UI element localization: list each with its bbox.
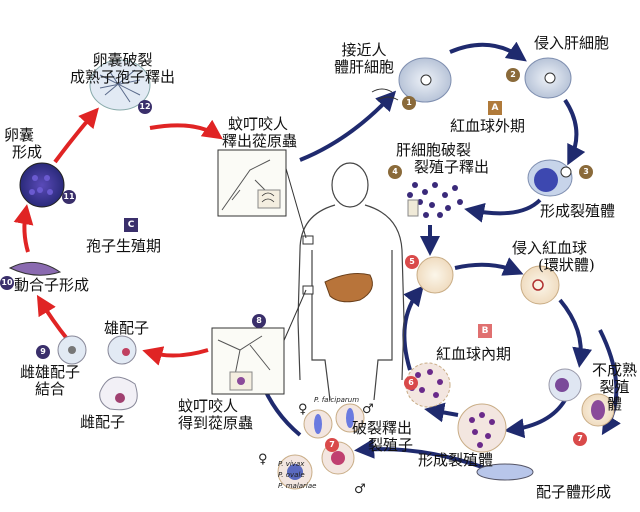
arrow-ring-to-immature [558, 298, 593, 368]
arrow-zygote-to-ookinete [36, 294, 70, 342]
liver-icon [324, 273, 373, 303]
phase-badge-a: A [488, 101, 502, 115]
ookinete [8, 261, 62, 276]
human-silhouette [297, 162, 405, 401]
badge-12: 12 [138, 100, 152, 114]
label-erythrocytic-phase: 紅血球內期 [436, 345, 512, 363]
liver-cell-invaded [524, 57, 572, 99]
arrow-oocyst-to-rupture [53, 107, 99, 164]
merozoite-cluster [407, 182, 463, 218]
label-gametocyte-formation: 配子體形成 [536, 483, 612, 501]
liver-schizont [527, 159, 573, 197]
arrow-invade-liver [449, 41, 527, 62]
arrow-immature-to-schizont [504, 398, 567, 439]
arrow-release-sporozoite [149, 119, 223, 140]
badge-4: 4 [388, 165, 402, 179]
badge-2: 2 [506, 68, 520, 82]
red-arrows [13, 107, 223, 366]
phase-badge-b: B [478, 324, 492, 338]
rbc-schizont [457, 403, 507, 453]
gamete-female-cell [99, 376, 138, 411]
skin-marker-lower [302, 285, 314, 295]
label-mosquito-bite-release: 蚊叮咬人釋出蓯原蟲 [222, 115, 298, 150]
label-fertilization: 雌雄配子結合 [20, 363, 81, 398]
male-symbol-bottom: ♂ [354, 482, 366, 497]
badge-5: 5 [405, 255, 419, 269]
label-female-gamete: 雌配子 [80, 413, 126, 431]
rbc-rupture [405, 362, 451, 408]
label-male-gamete: 雄配子 [104, 319, 150, 337]
label-rupture-release: 破裂釋出裂殖子 [352, 419, 414, 454]
label-approach-liver: 接近人體肝細胞 [334, 41, 395, 76]
arrow-ookinete-to-oocyst [13, 204, 34, 253]
label-invade-liver: 侵入肝細胞 [534, 34, 610, 52]
arrow-form-schizont [563, 98, 586, 166]
label-immature-schizont: 不成熟裂殖體 [592, 361, 638, 413]
label-form-schizont-liver: 形成裂殖體 [540, 202, 616, 220]
rbc-gametocyte-right [581, 393, 615, 427]
label-sporogony: 孢子生殖期 [86, 237, 162, 255]
label-liver-rupture: 肝細胞破裂裂殖子釋出 [396, 141, 490, 176]
label-mosquito-bite-get: 蚊叮咬人得到蓯原蟲 [178, 397, 254, 432]
arrow-mosquito-to-gametes [142, 346, 209, 366]
female-symbol-top: ♀ [298, 402, 308, 417]
label-oocyst-formation: 卵囊形成 [4, 126, 43, 161]
liver-cell-approach [371, 57, 452, 103]
rbc-immature-schizont [548, 368, 582, 402]
mosquito-bite-box-get [211, 327, 285, 395]
oocyst [19, 162, 65, 208]
badge-10: 10 [0, 276, 14, 290]
female-symbol-bottom: ♀ [258, 452, 268, 467]
phase-badge-c: C [124, 218, 138, 232]
label-form-schizont-rbc: 形成裂殖體 [418, 451, 494, 469]
badge-11: 11 [62, 190, 76, 204]
zygote-cells [57, 335, 137, 365]
species-vivax: P. vivax [278, 460, 305, 468]
badge-7-blood: 7 [573, 432, 587, 446]
label-invade-rbc: 侵入紅血球(環狀體) [512, 239, 595, 274]
arrow-release-to-rbc [402, 285, 424, 371]
badge-9: 9 [36, 345, 50, 359]
oocyst-rupture [89, 59, 151, 111]
arrow-schizont-to-release [424, 402, 459, 423]
badge-3: 3 [579, 165, 593, 179]
arrow-gametocyte-to-gametes [354, 438, 486, 470]
arrow-merozoite-release [464, 198, 542, 223]
label-oocyst-rupture: 卵囊破裂成熟子孢子釋出 [70, 51, 176, 86]
label-ookinete-formation: 動合子形成 [14, 276, 90, 294]
badge-7-gametocyte: 7 [325, 438, 339, 452]
badge-8: 8 [252, 314, 266, 328]
badge-1: 1 [402, 96, 416, 110]
mosquito-bite-box-release [217, 149, 287, 217]
label-exo-erythrocytic: 紅血球外期 [450, 117, 526, 135]
species-falciparum: P. falciparum [314, 396, 360, 404]
species-ovale: P. ovale [278, 471, 305, 479]
male-symbol-top: ♂ [362, 402, 374, 417]
rbc-merozoite [416, 256, 454, 294]
falciparum-cells [303, 403, 365, 439]
badge-6: 6 [404, 376, 418, 390]
arrow-to-liver [299, 90, 397, 162]
arrow-invade-rbc [454, 257, 524, 276]
skin-marker-upper [302, 235, 314, 245]
rbc-ring [520, 265, 560, 305]
species-malariae: P. malariae [278, 482, 317, 490]
crescent-gametocyte [476, 463, 534, 481]
